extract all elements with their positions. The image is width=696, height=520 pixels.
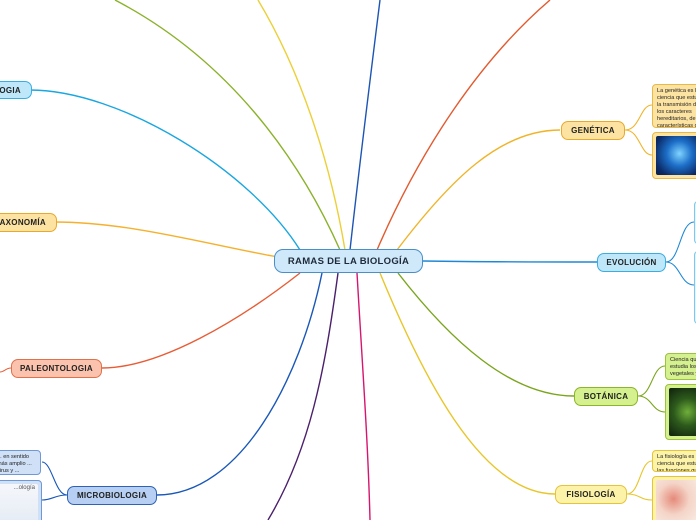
link-paleontologia-stub [0, 367, 12, 373]
link-botanica [397, 272, 575, 397]
link-evolucion-b [665, 261, 695, 286]
link-evolucion-a [665, 221, 695, 263]
fisiologia-note-text: La fisiología es la ciencia que estudia … [657, 454, 696, 472]
genetica-image [652, 132, 696, 179]
link-genetica [396, 129, 561, 251]
link-top-blue [349, 0, 381, 251]
link-genetica-note [624, 104, 653, 131]
fisiologia-image [652, 476, 696, 520]
link-fisiologia-image [626, 493, 653, 501]
microbiologia-image: ...ología [0, 480, 42, 520]
link-evolucion [422, 260, 598, 263]
fisiologia-note: La fisiología es la ciencia que estudia … [652, 450, 696, 472]
branch-ecologia[interactable]: ...OGIA [0, 81, 32, 99]
link-top-green [114, 0, 341, 251]
branch-fisiologia[interactable]: FISIOLOGÍA [555, 485, 627, 504]
genetica-note: La genética es la ciencia que estudia la… [652, 84, 696, 128]
link-microbiologia-note [41, 461, 68, 496]
link-bottom-pink [356, 272, 371, 520]
link-microbiologia [156, 272, 323, 496]
link-genetica-image [624, 129, 653, 156]
link-microbiologia-image [41, 494, 68, 501]
root-node[interactable]: RAMAS DE LA BIOLOGÍA [274, 249, 423, 273]
link-botanica-image [637, 395, 666, 413]
link-fisiologia-note [626, 460, 653, 495]
link-bottom-purple [267, 272, 339, 520]
branch-botanica[interactable]: BOTÁNICA [574, 387, 638, 406]
genetica-note-text: La genética es la ciencia que estudia la… [657, 88, 696, 128]
branch-microbiologia[interactable]: MICROBIOLOGIA [67, 486, 157, 505]
branch-paleontologia[interactable]: PALEONTOLOGIA [11, 359, 102, 378]
link-botanica-note [637, 365, 666, 397]
microbiologia-note-text: ... en sentido más amplio ... virus y ..… [0, 454, 32, 474]
branch-evolucion[interactable]: EVOLUCIÓN [597, 253, 666, 272]
botanica-note-text: Ciencia que estudia los vegetales y sus … [670, 357, 696, 379]
link-taxonomia [54, 221, 279, 258]
link-top-yellow [257, 0, 346, 251]
botanica-image [665, 384, 696, 440]
branch-genetica[interactable]: GENÉTICA [561, 121, 625, 140]
botanica-note: Ciencia que estudia los vegetales y sus … [665, 353, 696, 380]
link-ecologia [29, 89, 301, 251]
branch-taxonomia[interactable]: TAXONOMÍA [0, 213, 57, 232]
microbiologia-image-caption: ...ología [13, 485, 35, 491]
link-fisiologia [379, 272, 556, 495]
link-top-red [376, 0, 551, 251]
link-paleontologia [101, 272, 301, 369]
microbiologia-note: ... en sentido más amplio ... virus y ..… [0, 450, 41, 475]
